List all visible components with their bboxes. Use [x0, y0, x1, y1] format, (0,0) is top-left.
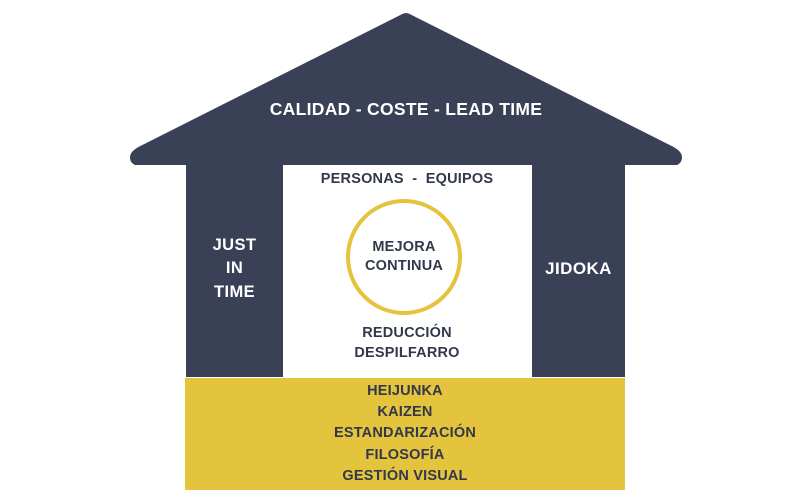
mejora-continua-label: MEJORA CONTINUA [364, 238, 444, 274]
roof-label: CALIDAD - COSTE - LEAD TIME [269, 99, 543, 119]
foundation-item: GESTIÓN VISUAL [342, 467, 468, 484]
foundation-item: KAIZEN [377, 404, 433, 421]
pillar-right-label: JIDOKA [545, 258, 612, 278]
foundation-item: HEIJUNKA [367, 382, 443, 399]
personas-equipos-label: PERSONAS - EQUIPOS [320, 171, 494, 187]
roof-shape [130, 10, 682, 165]
roof-triangle-icon [130, 13, 682, 165]
foundation-block: HEIJUNKA KAIZEN ESTANDARIZACIÓN FILOSOFÍ… [185, 378, 625, 490]
foundation-item: FILOSOFÍA [365, 446, 445, 463]
pillar-left-label: JUST IN TIME [212, 235, 257, 301]
mejora-continua-circle: MEJORA CONTINUA [346, 199, 462, 315]
pillar-jidoka: JIDOKA [532, 161, 625, 377]
reduccion-despilfarro-label: REDUCCIÓN DESPILFARRO [354, 325, 460, 361]
center-column: PERSONAS - EQUIPOS MEJORA CONTINUA REDUC… [288, 161, 526, 377]
foundation-item: ESTANDARIZACIÓN [333, 425, 477, 442]
pillar-just-in-time: JUST IN TIME [186, 161, 283, 377]
